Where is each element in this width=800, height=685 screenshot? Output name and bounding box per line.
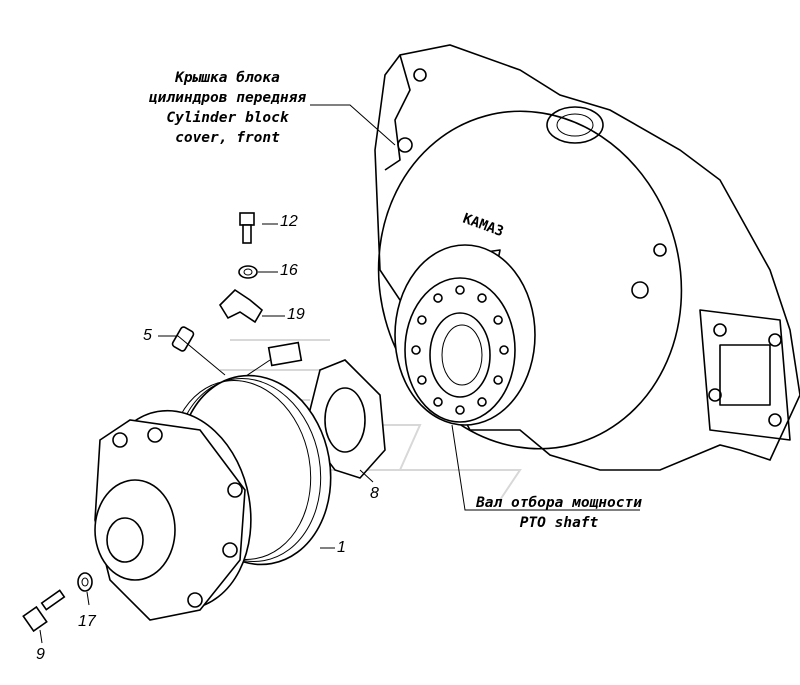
part-number-8: 8 <box>370 485 379 502</box>
bushing-5 <box>171 326 195 352</box>
flange-bolt-hole <box>499 345 509 355</box>
bolt-9 <box>22 589 66 633</box>
label-en: PTO shaft <box>519 515 599 531</box>
part-number-12: 12 <box>280 213 298 230</box>
cylinder-block-cover: KAMAЗ <box>374 44 800 471</box>
flange-bolt-hole <box>433 397 443 407</box>
part-number-16: 16 <box>280 262 298 279</box>
flange-bolt-hole <box>455 405 465 415</box>
label-ru-line2: цилиндров передняя <box>148 90 307 106</box>
flange-bolt-hole <box>493 315 503 325</box>
flange-bolt-hole <box>477 293 487 303</box>
flange-bolt-hole <box>493 375 503 385</box>
part-number-9: 9 <box>36 646 45 663</box>
callout-pto-shaft: Вал отбора мощности PTO shaft <box>474 493 644 533</box>
bolt-12 <box>239 212 255 244</box>
label-en-line1: Cylinder block <box>166 110 289 126</box>
part-number-1: 1 <box>337 539 346 556</box>
clamp-19 <box>218 288 264 324</box>
callout-cylinder-block-cover: Крышка блока цилиндров передняя Cylinder… <box>135 68 320 148</box>
flange-bolt-hole <box>411 345 421 355</box>
flange-bolt-hole <box>433 293 443 303</box>
fan-clutch-pulley <box>94 374 332 621</box>
pto-shaft-flange <box>394 244 536 426</box>
label-ru-line1: Крышка блока <box>175 70 280 86</box>
label-ru: Вал отбора мощности <box>476 495 642 511</box>
flange-bolt-hole <box>455 285 465 295</box>
label-en-line2: cover, front <box>175 130 280 146</box>
part-number-17: 17 <box>78 613 96 630</box>
part-number-5: 5 <box>143 327 152 344</box>
leader-lines <box>39 104 640 644</box>
flange-bolt-hole <box>417 375 427 385</box>
part-number-19: 19 <box>287 306 305 323</box>
flange-bolt-hole <box>477 397 487 407</box>
sensor-connector <box>239 341 303 381</box>
washer-16 <box>238 265 258 279</box>
washer-17 <box>77 572 93 592</box>
flange-bolt-hole <box>417 315 427 325</box>
